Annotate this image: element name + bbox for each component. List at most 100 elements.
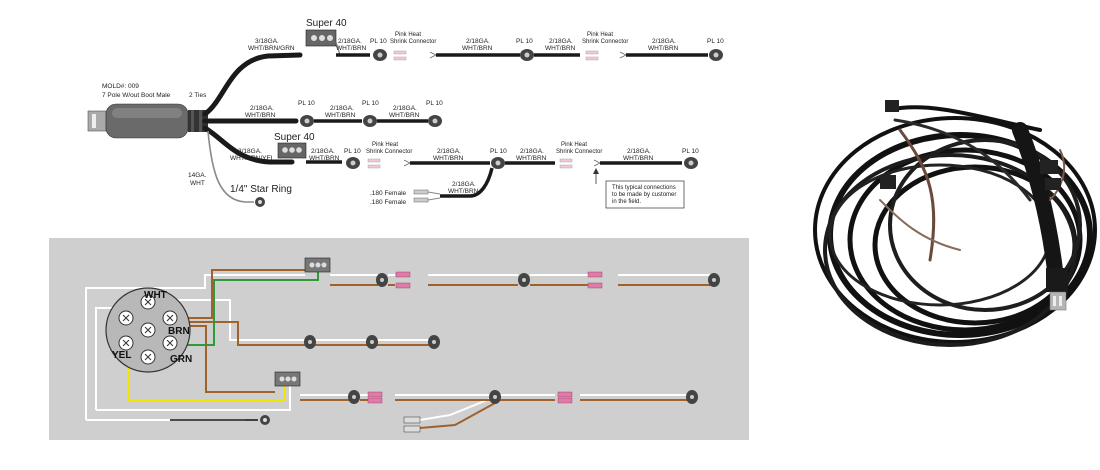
b1-pl10-3-label: PL 10 bbox=[707, 38, 724, 45]
b3-pl10-2 bbox=[491, 157, 505, 169]
schematic-heat-shrinks bbox=[367, 271, 603, 404]
b1-seg2-colors: WHT/BRN bbox=[462, 45, 493, 52]
schematic-lamp-centers bbox=[308, 278, 716, 399]
female-label-1: .180 Female bbox=[370, 190, 407, 197]
b1-super40-connector bbox=[305, 29, 337, 47]
ground-wire bbox=[207, 130, 254, 203]
b3-seg1-gauge: 2/18GA. bbox=[311, 148, 335, 155]
b2-seg3-gauge: 2/18GA. bbox=[393, 105, 417, 112]
b3-pink1-line2: Shrink Connector bbox=[366, 149, 412, 155]
b1-pl10-1 bbox=[373, 49, 387, 61]
pin-label-grn: GRN bbox=[170, 354, 192, 365]
b1-lead-gauge: 3/18GA. bbox=[255, 38, 279, 45]
b1-heat-shrink-2 bbox=[585, 50, 599, 61]
b3-seg4-colors: WHT/BRN bbox=[623, 155, 654, 162]
b1-pink2-line1: Pink Heat bbox=[587, 32, 613, 38]
b1-pl10-1-label: PL 10 bbox=[370, 38, 387, 45]
b1-heat-shrink-1 bbox=[393, 50, 407, 61]
b2-pl10-2-label: PL 10 bbox=[362, 100, 379, 107]
ground-color-label: WHT bbox=[190, 180, 205, 187]
b1-pl10-2-label: PL 10 bbox=[516, 38, 533, 45]
b1-seg2-gauge: 2/18GA. bbox=[466, 38, 490, 45]
top-harness-diagram: MOLD#: 009 7 Pole W/out Boot Male 2 Ties… bbox=[87, 18, 724, 209]
branch-3: 3/18GA. WHT/BRN/YEL Super 40 2/18GA. WHT… bbox=[230, 132, 699, 209]
b1-seg3-colors: WHT/BRN bbox=[545, 45, 576, 52]
schematic-super40-bottom bbox=[274, 371, 301, 387]
b3-seg3-gauge: 2/18GA. bbox=[520, 148, 544, 155]
female-label-2: .180 Female bbox=[370, 199, 407, 206]
cable-branches bbox=[202, 52, 303, 165]
b3-seg1-colors: WHT/BRN bbox=[309, 155, 340, 162]
mold-desc-label: 7 Pole W/out Boot Male bbox=[102, 92, 171, 99]
star-ring-terminal bbox=[255, 197, 265, 207]
b1-pl10-2 bbox=[520, 49, 534, 61]
b1-pink1-line1: Pink Heat bbox=[395, 32, 421, 38]
female-terminal-2 bbox=[413, 197, 429, 203]
b2-pl10-1 bbox=[300, 115, 314, 127]
b2-seg1-colors: WHT/BRN bbox=[245, 112, 276, 119]
schematic-brown-wires bbox=[182, 269, 712, 429]
b3-lead-colors: WHT/BRN/YEL bbox=[230, 155, 275, 162]
b3-seg3-colors: WHT/BRN bbox=[516, 155, 547, 162]
b3-seg2-gauge: 2/18GA. bbox=[437, 148, 461, 155]
b1-seg4-gauge: 2/18GA. bbox=[652, 38, 676, 45]
b3-heat-shrink-1 bbox=[367, 158, 381, 169]
photo-plug bbox=[1046, 268, 1068, 311]
schematic-super40-top bbox=[304, 257, 331, 273]
b1-seg4-colors: WHT/BRN bbox=[648, 45, 679, 52]
harness-product-photo bbox=[813, 105, 1097, 347]
female-terminal-1 bbox=[413, 189, 429, 195]
b2-pl10-3 bbox=[428, 115, 442, 127]
b3-seg4-gauge: 2/18GA. bbox=[627, 148, 651, 155]
b3-seg2-colors: WHT/BRN bbox=[433, 155, 464, 162]
b1-pink2-line2: Shrink Connector bbox=[582, 39, 628, 45]
b3-pl10-3 bbox=[684, 157, 698, 169]
b3-spur-colors: WHT/BRN bbox=[448, 188, 479, 195]
b3-pl10-1-label: PL 10 bbox=[344, 148, 361, 155]
b3-pink1-line1: Pink Heat bbox=[372, 142, 398, 148]
schematic-female-terminals bbox=[403, 416, 421, 433]
b3-super40-connector bbox=[277, 142, 307, 159]
b1-pl10-3 bbox=[709, 49, 723, 61]
b1-super40-label: Super 40 bbox=[306, 18, 347, 29]
note-line-2: to be made by customer bbox=[612, 192, 676, 198]
mold-label: MOLD#: 009 bbox=[102, 83, 139, 90]
schematic-panel: WHT BRN GRN YEL bbox=[49, 238, 749, 440]
b1-seg1-colors: WHT/BRN bbox=[336, 45, 367, 52]
b2-seg3-colors: WHT/BRN bbox=[389, 112, 420, 119]
note-line-3: in the field. bbox=[612, 199, 641, 205]
b3-heat-shrink-2 bbox=[559, 158, 573, 169]
b2-pl10-1-label: PL 10 bbox=[298, 100, 315, 107]
b2-seg2-colors: WHT/BRN bbox=[325, 112, 356, 119]
branch-2: 2/18GA. WHT/BRN PL 10 2/18GA. WHT/BRN PL… bbox=[245, 100, 443, 127]
b3-pink2-line1: Pink Heat bbox=[561, 142, 587, 148]
b2-seg1-gauge: 2/18GA. bbox=[250, 105, 274, 112]
b3-spur-gauge: 2/18GA. bbox=[452, 181, 476, 188]
pin-label-wht: WHT bbox=[144, 290, 167, 301]
schematic-green-wire bbox=[182, 268, 319, 346]
b2-pl10-2 bbox=[363, 115, 377, 127]
b3-pl10-3-label: PL 10 bbox=[682, 148, 699, 155]
b1-lead-colors: WHT/BRN/GRN bbox=[248, 45, 295, 52]
schematic-ring-terminal bbox=[260, 415, 270, 425]
b1-seg3-gauge: 2/18GA. bbox=[549, 38, 573, 45]
b3-pl10-2-label: PL 10 bbox=[490, 148, 507, 155]
b3-pl10-1 bbox=[346, 157, 360, 169]
photo-connectors bbox=[880, 100, 1061, 190]
b2-pl10-3-label: PL 10 bbox=[426, 100, 443, 107]
b3-pink2-line2: Shrink Connector bbox=[556, 149, 602, 155]
b3-lead-gauge: 3/18GA. bbox=[238, 148, 262, 155]
seven-pole-plug bbox=[87, 103, 208, 139]
seven-pin-face bbox=[105, 287, 191, 373]
note-line-1: This typical connections bbox=[612, 185, 676, 191]
field-note-box: This typical connections to be made by c… bbox=[605, 180, 685, 209]
b3-super40-label: Super 40 bbox=[274, 132, 315, 143]
star-ring-label: 1/4" Star Ring bbox=[230, 184, 292, 195]
pin-label-brn: BRN bbox=[168, 326, 190, 337]
ties-label: 2 Ties bbox=[189, 92, 207, 99]
b1-pink1-line2: Shrink Connector bbox=[390, 39, 436, 45]
ground-gauge-label: 14GA. bbox=[188, 172, 207, 179]
b1-seg1-gauge: 2/18GA. bbox=[338, 38, 362, 45]
